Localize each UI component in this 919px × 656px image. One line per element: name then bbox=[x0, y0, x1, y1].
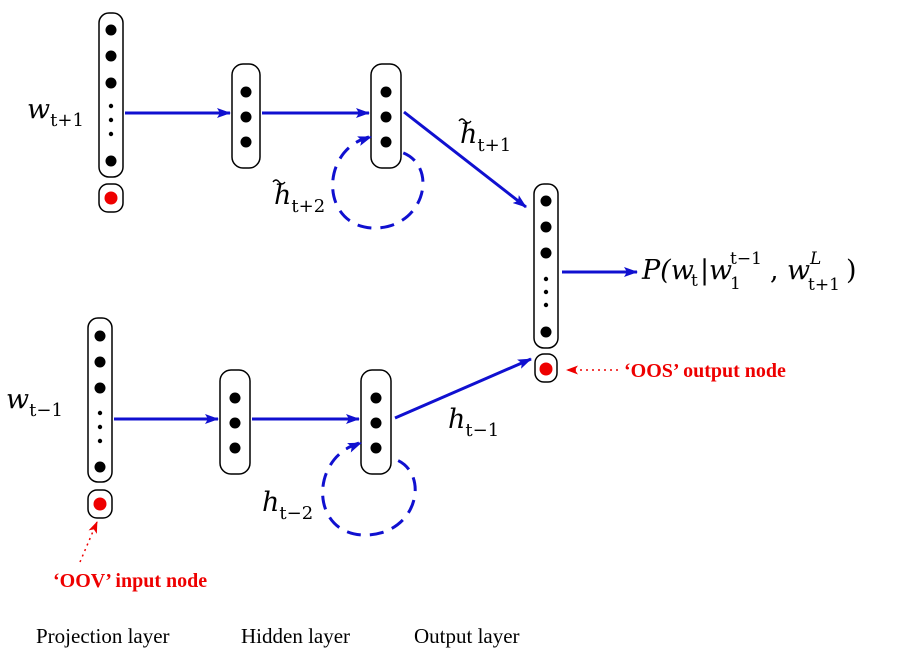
h-past-label: ht−1 bbox=[448, 404, 499, 441]
future-oov-node bbox=[104, 191, 118, 205]
tilde-mark bbox=[272, 179, 286, 185]
future-hidden-to-output-arrow bbox=[403, 110, 527, 209]
node bbox=[229, 392, 241, 404]
prob-comma: , bbox=[770, 255, 779, 286]
node bbox=[94, 461, 106, 473]
node bbox=[540, 195, 552, 207]
prob-w1-sup: t−1 bbox=[730, 249, 762, 269]
oos-output-node bbox=[539, 362, 553, 376]
node bbox=[94, 382, 106, 394]
node bbox=[540, 221, 552, 233]
ellipsis-dot bbox=[543, 276, 549, 282]
ellipsis-dot bbox=[108, 103, 114, 109]
node bbox=[229, 442, 241, 454]
output-column bbox=[533, 183, 559, 349]
future-projection-layer bbox=[98, 12, 124, 213]
node bbox=[240, 136, 252, 148]
ellipsis-dot bbox=[97, 438, 103, 444]
node bbox=[370, 417, 382, 429]
w-past-label: wt−1 bbox=[6, 384, 63, 421]
node bbox=[240, 86, 252, 98]
past-hidden-layer-1 bbox=[219, 369, 251, 475]
h-future-tilde-recur-label: ht+2 bbox=[272, 179, 325, 217]
past-hidden-to-output-arrow bbox=[394, 357, 532, 420]
h-future-tilde-label: ht+1 bbox=[458, 118, 511, 156]
ellipsis-dot bbox=[97, 424, 103, 430]
oov-node-label: ‘OOV’ input node bbox=[53, 570, 207, 592]
prob-close: ) bbox=[846, 255, 857, 286]
prob-w-sub: t bbox=[691, 271, 698, 291]
tilde-mark bbox=[458, 118, 472, 124]
past-oov-node bbox=[93, 497, 107, 511]
past-recurrent-loop bbox=[321, 441, 417, 537]
svg-text:ht+1: ht+1 bbox=[460, 119, 511, 156]
node bbox=[105, 24, 117, 36]
oov-pointer-arrow bbox=[79, 521, 98, 563]
past-recurrent-arrowhead bbox=[345, 442, 362, 453]
prob-lead: P(w bbox=[641, 255, 694, 286]
node bbox=[540, 247, 552, 259]
future-recurrent-loop bbox=[331, 135, 425, 230]
future-hidden-layer-1 bbox=[231, 63, 261, 169]
oos-node-label: ‘OOS’ output node bbox=[624, 360, 786, 382]
hidden-layer-label: Hidden layer bbox=[241, 624, 350, 648]
future-hidden-layer-2 bbox=[370, 63, 402, 169]
node bbox=[540, 326, 552, 338]
output-layer-label: Output layer bbox=[414, 624, 520, 648]
output-layer bbox=[533, 183, 559, 383]
output-probability-label: P(w t | w 1 t−1 , w t+1 L ) bbox=[641, 249, 857, 295]
node bbox=[380, 111, 392, 123]
node bbox=[229, 417, 241, 429]
prob-bar: | bbox=[700, 255, 709, 286]
future-projection-column bbox=[98, 12, 124, 178]
projection-layer-label: Projection layer bbox=[36, 624, 170, 648]
ellipsis-dot bbox=[108, 117, 114, 123]
node bbox=[105, 155, 117, 167]
h-past-recur-label: ht−2 bbox=[262, 487, 313, 524]
node bbox=[105, 77, 117, 89]
past-projection-layer bbox=[87, 317, 113, 519]
ellipsis-dot bbox=[543, 289, 549, 295]
ellipsis-dot bbox=[97, 410, 103, 416]
node bbox=[94, 330, 106, 342]
w-future-label: wt+1 bbox=[27, 94, 84, 131]
future-recurrent-arrowhead bbox=[355, 136, 372, 146]
node bbox=[370, 392, 382, 404]
node bbox=[94, 356, 106, 368]
prob-w2-sub: t+1 bbox=[808, 275, 840, 295]
prob-w2: w bbox=[787, 255, 810, 286]
node bbox=[370, 442, 382, 454]
ellipsis-dot bbox=[108, 131, 114, 137]
ellipsis-dot bbox=[543, 302, 549, 308]
svg-text:ht+2: ht+2 bbox=[274, 180, 325, 217]
past-hidden-layer-2 bbox=[360, 369, 392, 475]
prob-w1: w bbox=[709, 255, 732, 286]
node bbox=[240, 111, 252, 123]
prob-w1-sub: 1 bbox=[730, 274, 741, 294]
prob-w2-sup: L bbox=[809, 249, 821, 269]
node bbox=[380, 86, 392, 98]
node bbox=[105, 50, 117, 62]
past-projection-column bbox=[87, 317, 113, 483]
node bbox=[380, 136, 392, 148]
